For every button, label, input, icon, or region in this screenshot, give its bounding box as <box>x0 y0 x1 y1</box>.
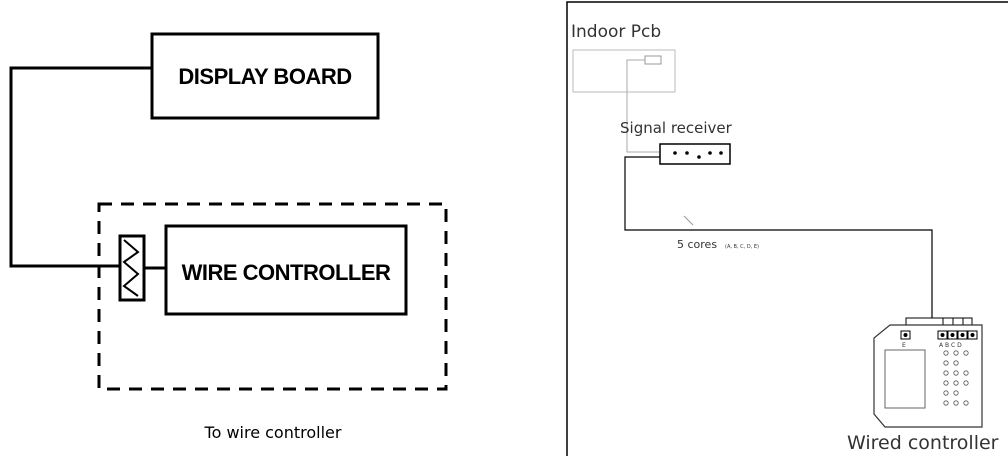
signal-receiver-label: Signal receiver <box>620 119 733 137</box>
right-panel-frame <box>566 1 1008 456</box>
pcb-to-receiver-wire <box>626 59 660 153</box>
controller-button-grid <box>943 350 969 406</box>
wire-controller-label: WIRE CONTROLLER <box>182 260 391 285</box>
cores-leader-line <box>683 215 694 226</box>
right-diagram: Indoor Pcb Signal receiver 5 cores (A, B… <box>566 1 1008 456</box>
wired-controller-label: Wired controller <box>847 432 999 454</box>
connector-plug <box>118 234 166 302</box>
terminal-letters-label: A B C D <box>939 342 962 349</box>
display-board-box <box>150 32 380 120</box>
wired-controller-screen <box>884 349 926 409</box>
connection-wire <box>9 66 152 268</box>
wire-controller-enclosure <box>97 202 448 391</box>
signal-receiver-connector <box>659 143 731 165</box>
indoor-pcb-board <box>572 49 676 93</box>
terminal-e-label: E <box>902 342 906 349</box>
display-board-label: DISPLAY BOARD <box>178 64 351 89</box>
cores-detail: (A, B, C, D, E) <box>725 244 759 250</box>
left-caption: To wire controller <box>204 423 342 442</box>
indoor-pcb-label: Indoor Pcb <box>571 22 661 42</box>
indoor-pcb-socket <box>644 55 662 65</box>
left-diagram: DISPLAY BOARD WIRE CONTROLLER To wire co… <box>9 32 448 442</box>
five-core-cable <box>624 156 933 318</box>
wire-controller-box <box>164 224 408 316</box>
cores-label: 5 cores <box>677 238 717 251</box>
wired-controller-unit: E A B C D <box>873 324 983 428</box>
